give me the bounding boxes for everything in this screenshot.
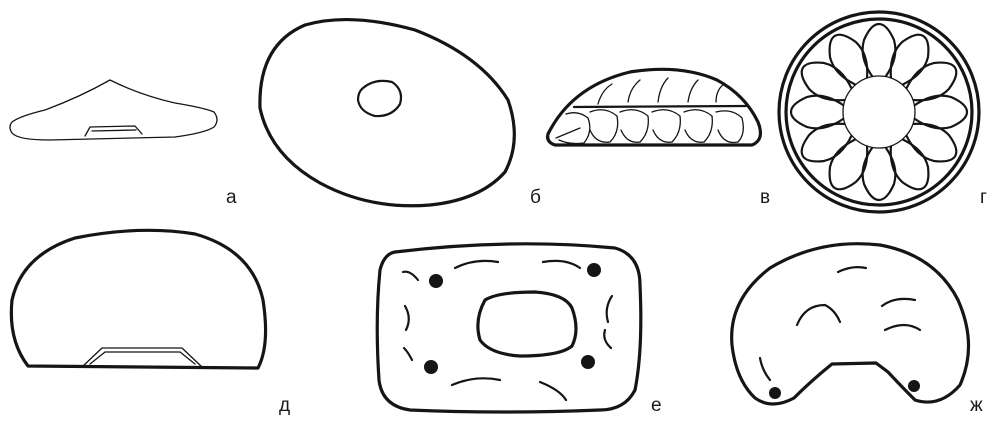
label-d: д (279, 396, 290, 415)
chamber (821, 28, 875, 89)
shape-v (548, 69, 761, 145)
chamber (795, 116, 856, 170)
chamber (902, 54, 963, 108)
label-a: а (226, 188, 237, 207)
label-zh: ж (970, 396, 983, 415)
shape-d (11, 230, 265, 368)
shape-a (10, 80, 217, 140)
label-e: е (651, 396, 662, 415)
shape-zh (732, 244, 969, 404)
label-g: г (980, 188, 987, 207)
shape-g (779, 12, 979, 212)
shape-b (260, 20, 514, 206)
chamber (883, 135, 937, 196)
label-v: в (760, 188, 770, 207)
shape-e (377, 244, 641, 412)
label-b: б (530, 188, 541, 207)
